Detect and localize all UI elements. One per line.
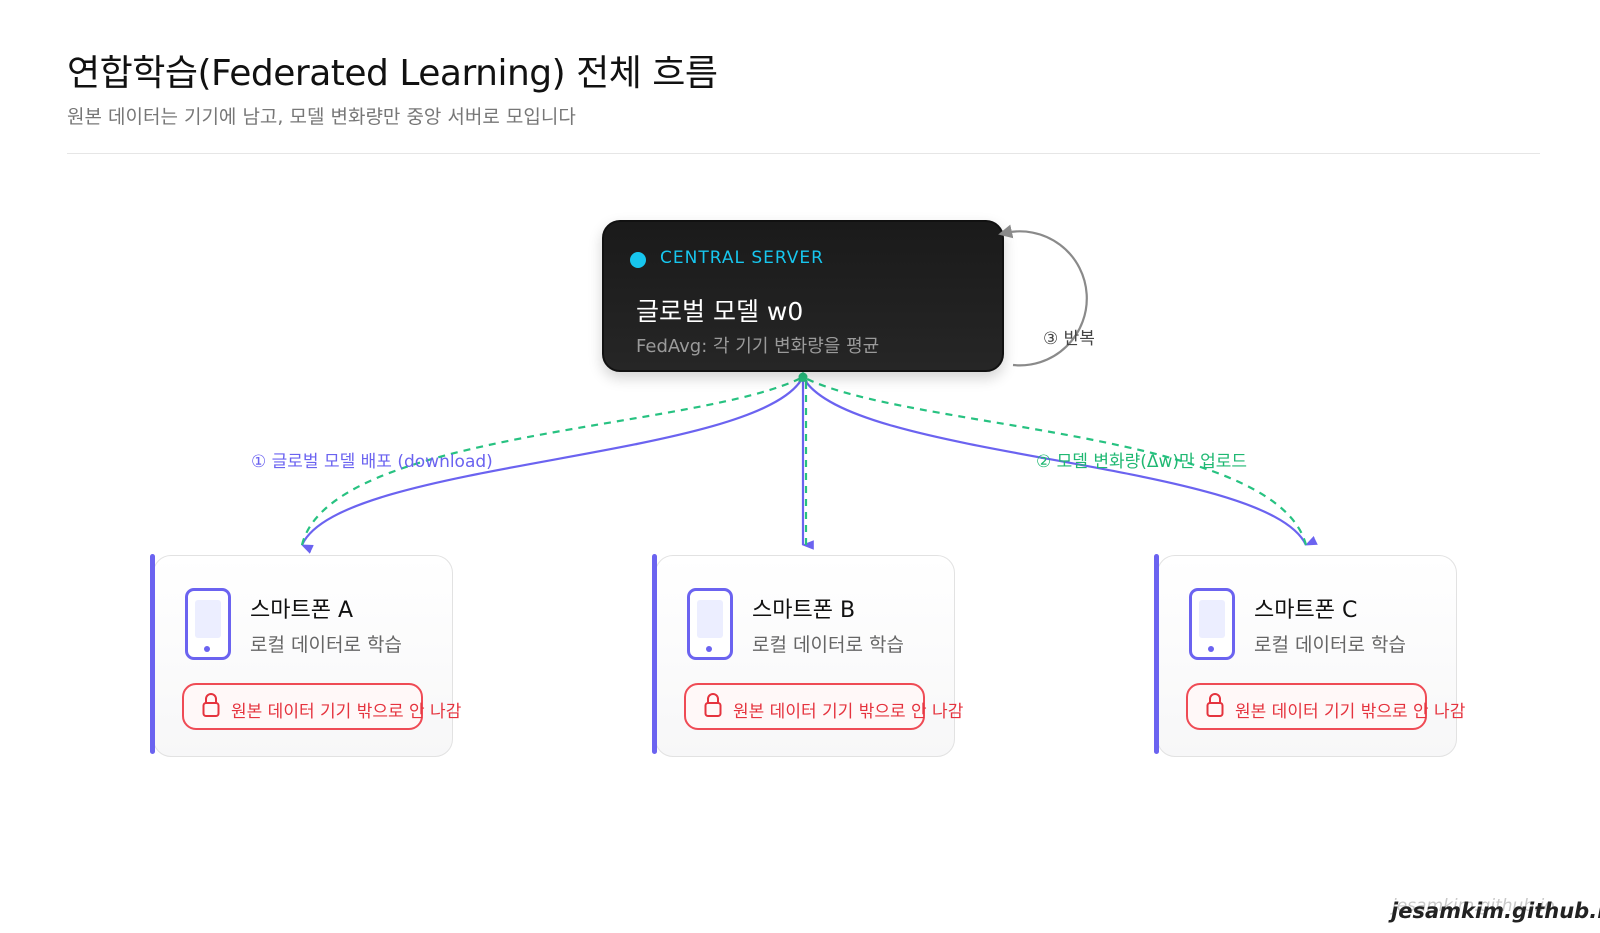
lock-icon <box>704 693 722 717</box>
device-card-c: 스마트폰 C 로컬 데이터로 학습 원본 데이터 기기 밖으로 안 나감 <box>1154 554 1465 757</box>
server-tag: CENTRAL SERVER <box>660 248 824 268</box>
device-card-b: 스마트폰 B 로컬 데이터로 학습 원본 데이터 기기 밖으로 안 나감 <box>652 554 963 757</box>
upload-arrow-a <box>300 371 808 546</box>
device-accent-bar <box>1154 554 1159 754</box>
privacy-badge: 원본 데이터 기기 밖으로 안 나감 <box>182 683 461 730</box>
download-arrow-a <box>300 376 804 554</box>
central-server-node: CENTRAL SERVER 글로벌 모델 w0 FedAvg: 각 기기 변화… <box>602 220 1004 372</box>
download-arrow-c <box>802 376 1318 546</box>
device-description: 로컬 데이터로 학습 <box>250 634 402 656</box>
privacy-badge: 원본 데이터 기기 밖으로 안 나감 <box>1186 683 1465 730</box>
upload-arrow-c <box>802 376 1308 546</box>
privacy-text: 원본 데이터 기기 밖으로 안 나감 <box>733 702 964 722</box>
smartphone-icon <box>1189 588 1235 660</box>
page-subtitle: 원본 데이터는 기기에 남고, 모델 변화량만 중앙 서버로 모입니다 <box>67 106 576 128</box>
server-junction <box>798 372 808 382</box>
privacy-text: 원본 데이터 기기 밖으로 안 나감 <box>231 702 462 722</box>
server-title: 글로벌 모델 w0 <box>636 297 804 326</box>
server-status-dot <box>630 252 646 268</box>
lock-icon <box>202 693 220 717</box>
header-divider <box>67 153 1540 154</box>
page-title: 연합학습(Federated Learning) 전체 흐름 <box>67 53 718 94</box>
smartphone-icon <box>687 588 733 660</box>
privacy-text: 원본 데이터 기기 밖으로 안 나감 <box>1235 702 1466 722</box>
device-title: 스마트폰 A <box>250 598 354 623</box>
upload-label: ② 모델 변화량(Δw)만 업로드 <box>1036 452 1248 472</box>
smartphone-icon <box>185 588 231 660</box>
download-label: ① 글로벌 모델 배포 (download) <box>251 452 493 472</box>
privacy-badge: 원본 데이터 기기 밖으로 안 나감 <box>684 683 963 730</box>
repeat-label: ③ 반복 <box>1043 329 1095 349</box>
device-description: 로컬 데이터로 학습 <box>1254 634 1406 656</box>
brand-credit: jesamkim.github.io <box>1391 899 1600 923</box>
server-description: FedAvg: 각 기기 변화량을 평균 <box>636 336 880 357</box>
device-description: 로컬 데이터로 학습 <box>752 634 904 656</box>
device-title: 스마트폰 C <box>1254 598 1358 623</box>
watermark: jesamkim.github.io <box>1392 896 1555 916</box>
device-accent-bar <box>150 554 155 754</box>
device-accent-bar <box>652 554 657 754</box>
device-card-a: 스마트폰 A 로컬 데이터로 학습 원본 데이터 기기 밖으로 안 나감 <box>150 554 461 757</box>
lock-icon <box>1206 693 1224 717</box>
device-title: 스마트폰 B <box>752 598 856 623</box>
